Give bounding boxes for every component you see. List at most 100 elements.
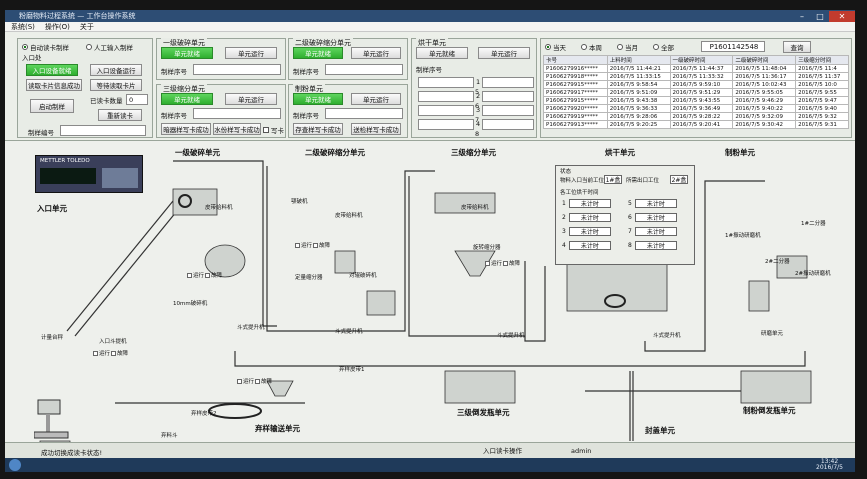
dryer-slot-field-8[interactable] bbox=[482, 119, 534, 130]
wait-read-card-button[interactable]: 等待读取卡片 bbox=[90, 79, 142, 91]
dryer-current-value: 1#盒 bbox=[604, 175, 622, 184]
run-text: 运行 bbox=[491, 261, 503, 267]
mill-store-write-button[interactable]: 存查样写卡成功 bbox=[293, 123, 343, 135]
maximize-icon[interactable]: □ bbox=[816, 11, 824, 21]
crush2-run-button[interactable]: 单元运行 bbox=[351, 47, 401, 59]
records-column-header[interactable]: 上料时间 bbox=[606, 55, 671, 65]
dryer-slot-field-4[interactable] bbox=[418, 119, 474, 130]
fault-text: 故障 bbox=[261, 379, 273, 385]
crush1-sample-no-field[interactable] bbox=[193, 64, 281, 75]
table-cell: 2016/7/5 11:37 bbox=[795, 72, 849, 81]
mill2-label: 2#振动研磨机 bbox=[795, 271, 831, 277]
filter-all-radio[interactable]: 全部 bbox=[653, 42, 674, 52]
menu-operation[interactable]: 操作(O) bbox=[44, 22, 70, 31]
div3-run-button[interactable]: 单元运行 bbox=[225, 93, 277, 105]
dryer-slot-field-1[interactable] bbox=[418, 77, 474, 88]
discard-bin-label: 弃料斗 bbox=[161, 433, 178, 439]
mill-run-button[interactable]: 单元运行 bbox=[351, 93, 401, 105]
dryer-slot-7-label: 7 bbox=[475, 116, 480, 124]
dryer-slot-field-3[interactable] bbox=[418, 105, 474, 116]
status-bar: 成功切换成读卡状态! 入口读卡操作 admin bbox=[5, 442, 855, 458]
dryer-panel: 烘干单元 单元就绪 单元运行 制样序号 1 5 2 3 4 6 7 8 bbox=[411, 38, 537, 138]
search-button[interactable]: 查询 bbox=[783, 41, 811, 53]
div3-water-write-button[interactable]: 水份样写卡成功 bbox=[213, 123, 261, 135]
dryer-slot-field-2[interactable] bbox=[418, 91, 474, 102]
dryer-timer-value: 未计时 bbox=[634, 240, 677, 250]
dryer-ready-button[interactable]: 单元就绪 bbox=[416, 47, 468, 59]
mill-send-write-button[interactable]: 送检样写卡成功 bbox=[351, 123, 401, 135]
dryer-slot-1: 1 bbox=[476, 78, 481, 86]
menu-system[interactable]: 系统(S) bbox=[11, 22, 35, 31]
mill-sample-no-label: 制样序号 bbox=[293, 112, 319, 120]
close-icon[interactable]: ✕ bbox=[829, 10, 855, 22]
records-column-header[interactable]: 三级缩分时间 bbox=[795, 55, 849, 65]
entry-sample-no-field[interactable] bbox=[60, 125, 146, 136]
entry-panel: 自动读卡制样 人工输入制样 入口处 入口设备就绪 入口设备运行 读取卡片信息成功… bbox=[17, 38, 153, 138]
title-bar: 粉磨物料过程系统 — 工作台操作系统 – □ ✕ bbox=[5, 10, 855, 22]
start-sample-button[interactable]: 启动制样 bbox=[30, 99, 74, 113]
records-column-header[interactable]: 一级破碎时间 bbox=[669, 55, 734, 65]
dryer-slot-field-7[interactable] bbox=[482, 105, 534, 116]
table-cell: P1606279919***** bbox=[543, 112, 608, 121]
entry-ready-button[interactable]: 入口设备就绪 bbox=[26, 64, 78, 76]
discard-unit-label: 弃样输送单元 bbox=[255, 424, 300, 433]
crush2-ready-button[interactable]: 单元就绪 bbox=[293, 47, 343, 59]
mill-sample-no-field[interactable] bbox=[325, 108, 403, 119]
reread-card-button[interactable]: 重新读卡 bbox=[98, 109, 142, 121]
dryer-timer-value: 未计时 bbox=[634, 226, 677, 236]
crush1-ready-button[interactable]: 单元就绪 bbox=[161, 47, 213, 59]
auto-mode-radio[interactable]: 自动读卡制样 bbox=[22, 42, 69, 52]
read-count-field[interactable]: 0 bbox=[126, 94, 148, 105]
dryer-slot-8-label: 8 bbox=[475, 130, 480, 138]
start-icon[interactable] bbox=[9, 459, 21, 471]
dryer-slot-field-5[interactable] bbox=[482, 77, 534, 88]
crush1-unit-label: 一级破碎单元 bbox=[175, 148, 220, 157]
dryer-next-value: 2#盒 bbox=[670, 175, 688, 184]
table-cell: 2016/7/5 11:44:37 bbox=[669, 64, 734, 73]
menu-about[interactable]: 关于 bbox=[79, 22, 94, 31]
crush1-run-button[interactable]: 单元运行 bbox=[225, 47, 277, 59]
dryer-run-button[interactable]: 单元运行 bbox=[478, 47, 530, 59]
filter-week-radio[interactable]: 本周 bbox=[581, 42, 602, 52]
search-input[interactable]: P1601142548 bbox=[701, 41, 765, 52]
div3-title: 三级缩分单元 bbox=[161, 84, 207, 94]
feeder2-label: 皮带给料机 bbox=[335, 213, 363, 219]
div3-ready-button[interactable]: 单元就绪 bbox=[161, 93, 213, 105]
manual-mode-radio[interactable]: 人工输入制样 bbox=[86, 42, 133, 52]
taskbar-clock[interactable]: 13:42 2016/7/5 bbox=[816, 459, 843, 471]
dryer-status-title: 状态 bbox=[560, 169, 572, 175]
dryer-slot-6-label: 6 bbox=[475, 102, 480, 110]
filter-today-radio[interactable]: 当天 bbox=[545, 42, 566, 52]
crush2-sample-no-field[interactable] bbox=[325, 64, 403, 75]
filter-month-radio[interactable]: 当月 bbox=[617, 42, 638, 52]
div3-write-checkbox[interactable]: 写卡 bbox=[263, 125, 284, 135]
entry-lift-label: 入口斗提机 bbox=[99, 339, 127, 345]
entry-run-button[interactable]: 入口设备运行 bbox=[90, 64, 142, 76]
div3-write-card-button[interactable]: 暗器样写卡成功 bbox=[161, 123, 211, 135]
table-cell: P1606279913***** bbox=[543, 120, 608, 129]
records-column-header[interactable]: 卡号 bbox=[543, 55, 608, 65]
mill-ready-button[interactable]: 单元就绪 bbox=[293, 93, 343, 105]
records-column-header[interactable]: 二级破碎时间 bbox=[732, 55, 797, 65]
dryer-timer-value: 未计时 bbox=[568, 240, 611, 250]
filter-all-label: 全部 bbox=[661, 44, 674, 52]
table-cell: P1606279915***** bbox=[543, 96, 608, 105]
scale-drawing bbox=[33, 399, 69, 439]
minimize-icon[interactable]: – bbox=[800, 11, 804, 21]
entry-sample-no-label: 制样编号 bbox=[28, 129, 54, 137]
read-card-info-button[interactable]: 读取卡片信息成功 bbox=[26, 79, 82, 91]
crush2-panel: 二级破碎缩分单元 单元就绪 单元运行 制样序号 bbox=[288, 38, 408, 80]
entry-lift-indicator: 运行故障 bbox=[93, 349, 128, 357]
status-message: 成功切换成读卡状态! bbox=[41, 449, 103, 457]
dryer-slot-field-6[interactable] bbox=[482, 91, 534, 102]
div3-sample-no-field[interactable] bbox=[193, 108, 281, 119]
